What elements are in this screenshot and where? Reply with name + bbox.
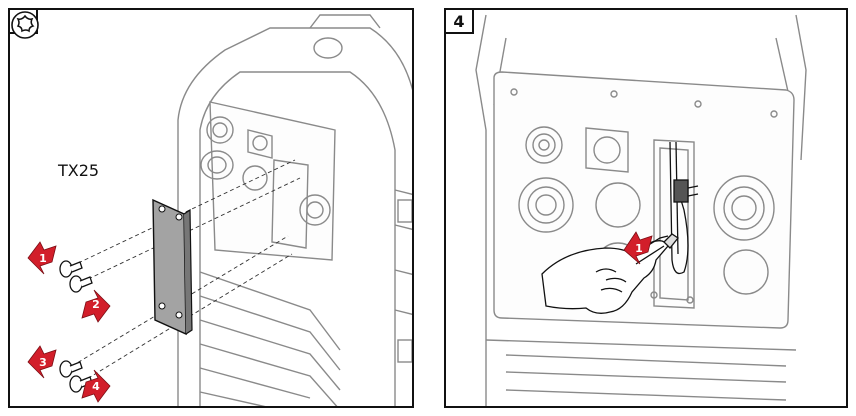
callout-arrow-2 <box>81 289 111 323</box>
device-illustration-left: 1 2 3 4 <box>27 14 412 406</box>
callout-arrow-1 <box>623 231 653 265</box>
tool-label: TX25 <box>58 161 100 180</box>
step-3-panel: 3 <box>8 8 414 408</box>
device-illustration-right: 1 <box>475 14 807 406</box>
step-number: 4 <box>446 10 474 34</box>
torx-bit-icon <box>11 11 39 39</box>
step-4-panel: 4 <box>444 8 848 408</box>
screws <box>59 260 93 393</box>
callout-label-4: 4 <box>92 380 100 393</box>
callout-label-2: 2 <box>92 298 100 311</box>
callout-label-1: 1 <box>635 242 643 255</box>
callout-label-1: 1 <box>39 252 47 265</box>
callout-arrow-4 <box>81 369 111 403</box>
callout-label-3: 3 <box>39 356 47 369</box>
callout-arrow-3 <box>27 345 57 379</box>
cover-plate <box>152 198 193 336</box>
callout-arrow-1 <box>27 241 57 275</box>
